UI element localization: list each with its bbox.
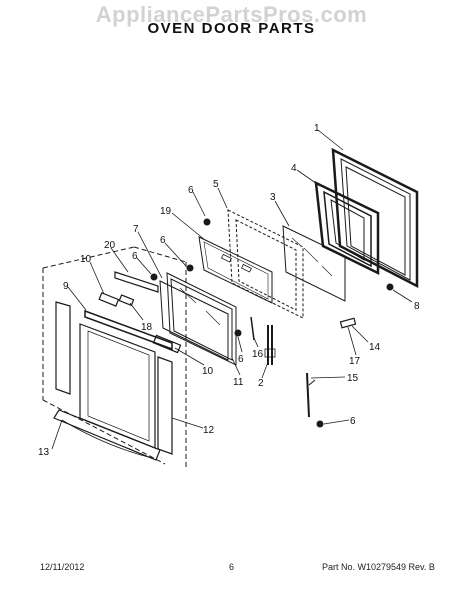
callout-16: 16 — [252, 349, 264, 360]
part-15-hinge-receiver — [306, 372, 316, 418]
part-13-handle — [53, 409, 161, 461]
part-3-glass — [282, 225, 346, 302]
part-18-handle-cap — [118, 294, 135, 307]
callout-13: 13 — [38, 447, 50, 458]
door-envelope-dashed — [42, 246, 187, 468]
callout-6: 6 — [188, 185, 194, 196]
part-7-door-panel — [159, 280, 229, 361]
part-10-clip-lower — [152, 334, 182, 354]
part-19-baffle — [198, 236, 273, 304]
part-11-inner-glass — [166, 272, 237, 366]
callout-2: 2 — [258, 378, 264, 389]
part-20-bracket — [114, 271, 159, 293]
callout-6: 6 — [160, 235, 166, 246]
footer-date: 12/11/2012 — [40, 562, 85, 572]
part-5-frame-dashed — [227, 209, 304, 319]
callout-12: 12 — [203, 425, 215, 436]
watermark: AppliancePartsPros.com — [95, 2, 368, 27]
callout-6: 6 — [132, 251, 138, 262]
part-10-handle-cap-top — [98, 292, 120, 307]
screws — [150, 218, 394, 428]
callout-1: 1 — [314, 123, 320, 134]
part-14-clip — [339, 317, 357, 329]
callout-10: 10 — [202, 366, 214, 377]
part-4-gasket-frame — [314, 180, 380, 276]
callout-20: 20 — [104, 240, 116, 251]
part-9-top-trim — [84, 309, 173, 351]
footer-page-number: 6 — [229, 562, 235, 572]
callout-10: 10 — [80, 254, 92, 265]
part-1-door-liner — [331, 147, 419, 289]
callout-8: 8 — [414, 301, 420, 312]
callout-17: 17 — [349, 356, 361, 367]
part-2-hinge — [264, 325, 276, 365]
callout-15: 15 — [347, 373, 359, 384]
callout-19: 19 — [160, 206, 172, 217]
callout-14: 14 — [369, 342, 381, 353]
footer-part-number: Part No. W10279549 Rev. B — [322, 562, 435, 572]
leader-lines — [51, 129, 413, 450]
callout-6: 6 — [238, 354, 244, 365]
callout-11: 11 — [233, 377, 244, 388]
page-title: OVEN DOOR PARTS — [147, 20, 316, 37]
part-12-side-trim-right — [157, 356, 173, 455]
side-trim-left — [55, 301, 71, 395]
callout-9: 9 — [63, 281, 69, 292]
callout-18: 18 — [141, 322, 153, 333]
callout-7: 7 — [133, 224, 139, 235]
outer-door-front — [79, 323, 156, 449]
part-16-hinge-pin — [250, 316, 255, 341]
callout-6: 6 — [350, 416, 356, 427]
callout-5: 5 — [213, 179, 219, 190]
callout-4: 4 — [291, 163, 297, 174]
callout-labels: 1 4 5 6 3 19 7 6 20 10 6 9 8 18 14 6 16 … — [38, 123, 420, 458]
callout-3: 3 — [270, 192, 276, 203]
